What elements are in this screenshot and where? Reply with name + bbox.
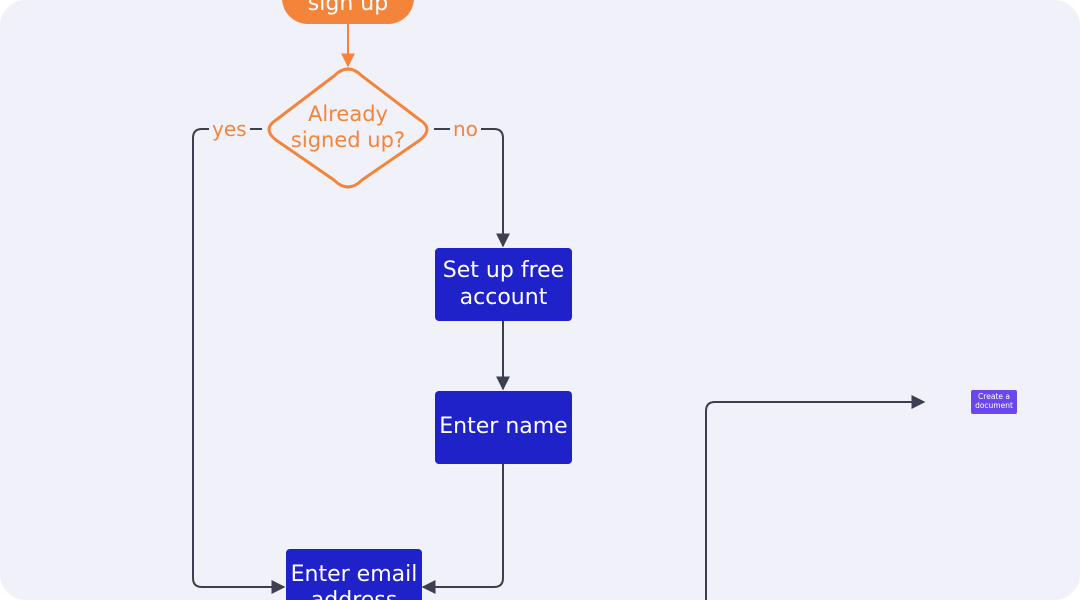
create-document-node-label: Create a document — [975, 392, 1013, 410]
connector-yes-branch — [192, 128, 286, 594]
start-node-label: sign up — [307, 0, 389, 16]
start-node-shape[interactable] — [282, 0, 414, 24]
setup-account-node-shape[interactable] — [435, 248, 572, 321]
setup-account-node-label: Set up free account — [442, 258, 565, 310]
edge-label-no: no — [450, 119, 481, 139]
enter-email-node-shape[interactable] — [286, 549, 422, 600]
connector-no-branch — [434, 128, 510, 248]
create-document-node-shape[interactable] — [971, 390, 1017, 414]
enter-name-node-shape[interactable] — [435, 391, 572, 464]
connector-name-to-email — [421, 464, 504, 594]
connector-to-create-document — [705, 395, 926, 600]
enter-email-node-label: Enter email address — [290, 561, 418, 600]
enter-name-node-label: Enter name — [439, 414, 568, 440]
decision-node-label: Already signed up? — [290, 101, 406, 152]
edge-label-yes: yes — [209, 119, 250, 139]
decision-node-shape[interactable] — [267, 67, 429, 189]
